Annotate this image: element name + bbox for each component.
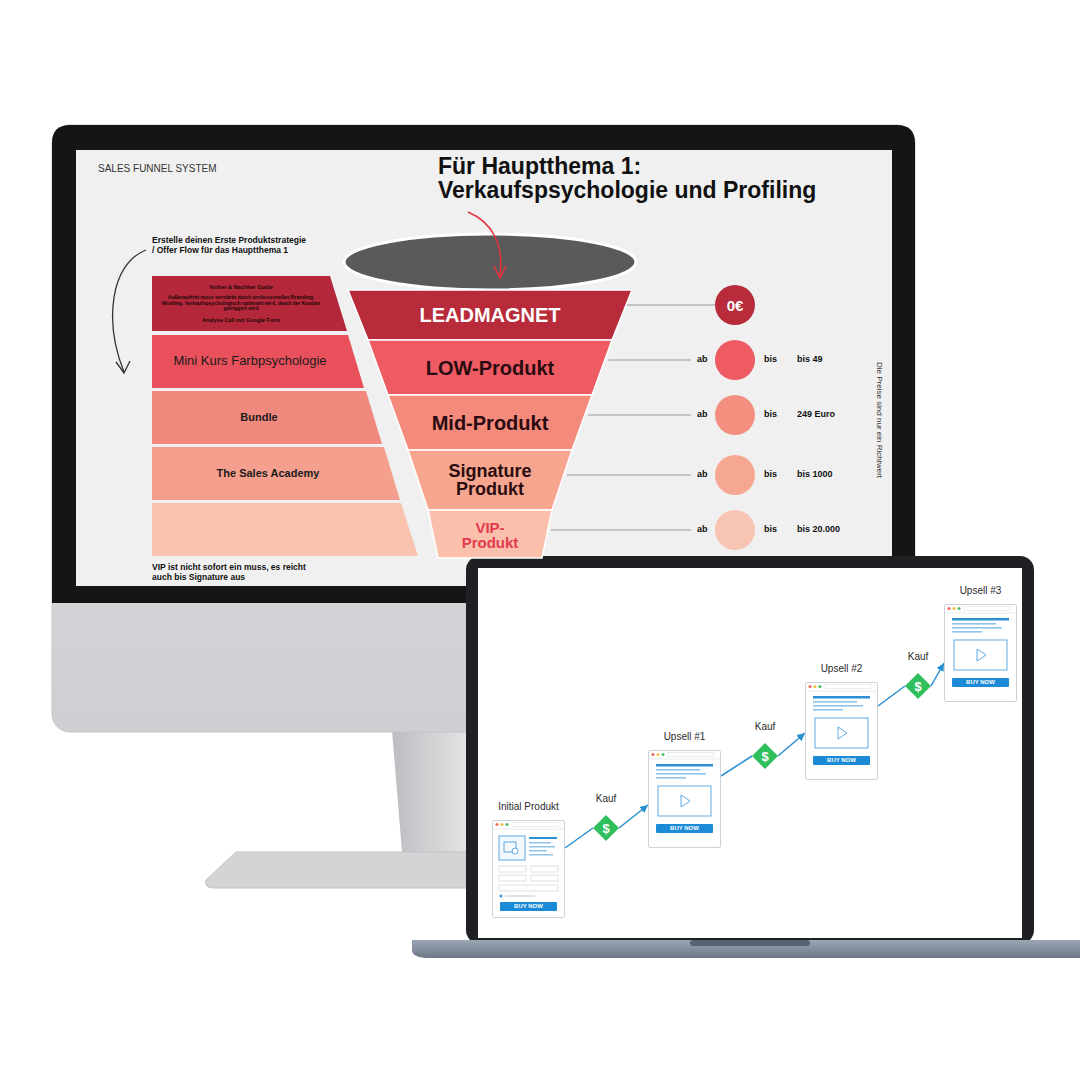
node-heading: Upsell #2 (821, 663, 863, 675)
text-area: Signature Produkt (432, 452, 548, 508)
price-circle-text: 0€ (727, 298, 744, 313)
funnel-band: VIP- Produkt (428, 510, 552, 558)
price-value: bis 1000 (797, 469, 833, 480)
text-area: Bundle (158, 394, 360, 441)
node-heading: Upsell #1 (664, 731, 706, 743)
node-heading: Kauf (908, 651, 929, 663)
price-prefix: bis (764, 409, 777, 420)
funnel-band-text: LEADMAGNET (419, 305, 560, 325)
price-prefix: ab (697, 524, 708, 535)
node-heading: Kauf (755, 721, 776, 733)
offer-layer: Vorher & Nachher GuideAußenauftritt muss… (152, 276, 347, 331)
vip-note: VIP ist nicht sofort ein muss, es reicht… (152, 563, 327, 582)
slide-graphics (113, 212, 755, 556)
upsell-arrow (931, 663, 944, 686)
price-circle (715, 455, 755, 495)
price-value: bis 20.000 (797, 524, 840, 535)
browser-window: Upsell #2BUY NOW (805, 682, 878, 780)
upsell-arrow (565, 828, 593, 848)
instruction-note: Erstelle deinen Erste Produktstrategie /… (152, 236, 307, 256)
imac-screen (76, 150, 892, 586)
buy-button: BUY NOW (813, 756, 870, 765)
node-heading: Kauf (596, 793, 617, 805)
price-leader-line (626, 305, 715, 306)
node-symbol: $ (593, 815, 619, 841)
price-circle (715, 340, 755, 380)
price-disclaimer: Die Preise sind nur ein Richtwert (874, 362, 884, 478)
offer-layer: Bundle (152, 391, 382, 444)
purchase-diamond: Kauf$ (905, 673, 931, 699)
browser-window-graphics (492, 604, 1017, 918)
buy-button: BUY NOW (500, 902, 557, 911)
text-area: LEADMAGNET (372, 292, 608, 338)
text-area: The Sales Academy (158, 450, 378, 497)
funnel-band: Signature Produkt (408, 450, 572, 510)
price-prefix: bis (764, 524, 777, 535)
purchase-diamond: Kauf$ (752, 743, 778, 769)
empty-offer-layer (152, 503, 418, 556)
text-area: Vorher & Nachher GuideAußenauftritt muss… (158, 279, 324, 328)
price-value: 249 Euro (797, 409, 835, 420)
offer-layer-text: The Sales Academy (217, 467, 320, 480)
upsell-arrow (778, 733, 805, 756)
browser-window: Initial ProduktBUY NOW (492, 820, 565, 918)
node-heading: Initial Produkt (498, 801, 559, 813)
offer-layer: Mini Kurs Farbpsychologie (152, 335, 364, 388)
upsell-arrow (619, 805, 648, 828)
offer-layer-text: Vorher & Nachher Guide (209, 284, 272, 290)
text-area: Mini Kurs Farbpsychologie (158, 338, 342, 385)
offer-layer-text: Außenauftritt muss verstärkt durch profe… (158, 295, 324, 312)
funnel-band-text: Signature Produkt (432, 462, 548, 498)
node-heading: Upsell #3 (960, 585, 1002, 597)
offer-layer-text: Bundle (240, 411, 277, 424)
offer-layer: The Sales Academy (152, 447, 400, 500)
offer-layer-text: Analyse Call mit Google Form (202, 317, 280, 323)
funnel-band-text: Mid-Produkt (432, 413, 549, 433)
funnel-band: LEADMAGNET (348, 290, 632, 340)
funnel-band: Mid-Produkt (388, 395, 592, 450)
price-prefix: ab (697, 354, 708, 365)
price-circle (715, 395, 755, 435)
buy-button: BUY NOW (952, 678, 1009, 687)
node-symbol: $ (905, 673, 931, 699)
laptop-screen (478, 568, 1022, 938)
funnel-band-text: VIP- Produkt (455, 520, 525, 550)
offer-layer-text: Mini Kurs Farbpsychologie (173, 354, 326, 369)
funnel-band-text: LOW-Produkt (426, 358, 554, 378)
browser-window: Upsell #1BUY NOW (648, 750, 721, 848)
text-area: LOW-Produkt (392, 342, 588, 393)
text-area: VIP- Produkt (455, 513, 525, 556)
purchase-diamond: Kauf$ (593, 815, 619, 841)
text-area: 0€ (717, 285, 753, 325)
text-area: Mid-Produkt (412, 397, 568, 448)
price-prefix: ab (697, 469, 708, 480)
funnel-band: LOW-Produkt (368, 340, 612, 395)
node-symbol: $ (752, 743, 778, 769)
price-prefix: bis (764, 354, 777, 365)
funnel-opening (344, 234, 636, 290)
price-circle (715, 510, 755, 550)
buy-button: BUY NOW (656, 824, 713, 833)
price-value: bis 49 (797, 354, 823, 365)
laptop (412, 556, 1080, 958)
slide-title: Für Hauptthema 1: Verkaufspsychologie un… (438, 154, 838, 202)
upsell-arrow (721, 756, 752, 776)
price-prefix: bis (764, 469, 777, 480)
price-circle: 0€ (715, 285, 755, 325)
slide-header: SALES FUNNEL SYSTEM (98, 163, 217, 175)
price-prefix: ab (697, 409, 708, 420)
upsell-arrow (878, 686, 905, 706)
browser-window: Upsell #3BUY NOW (944, 604, 1017, 702)
